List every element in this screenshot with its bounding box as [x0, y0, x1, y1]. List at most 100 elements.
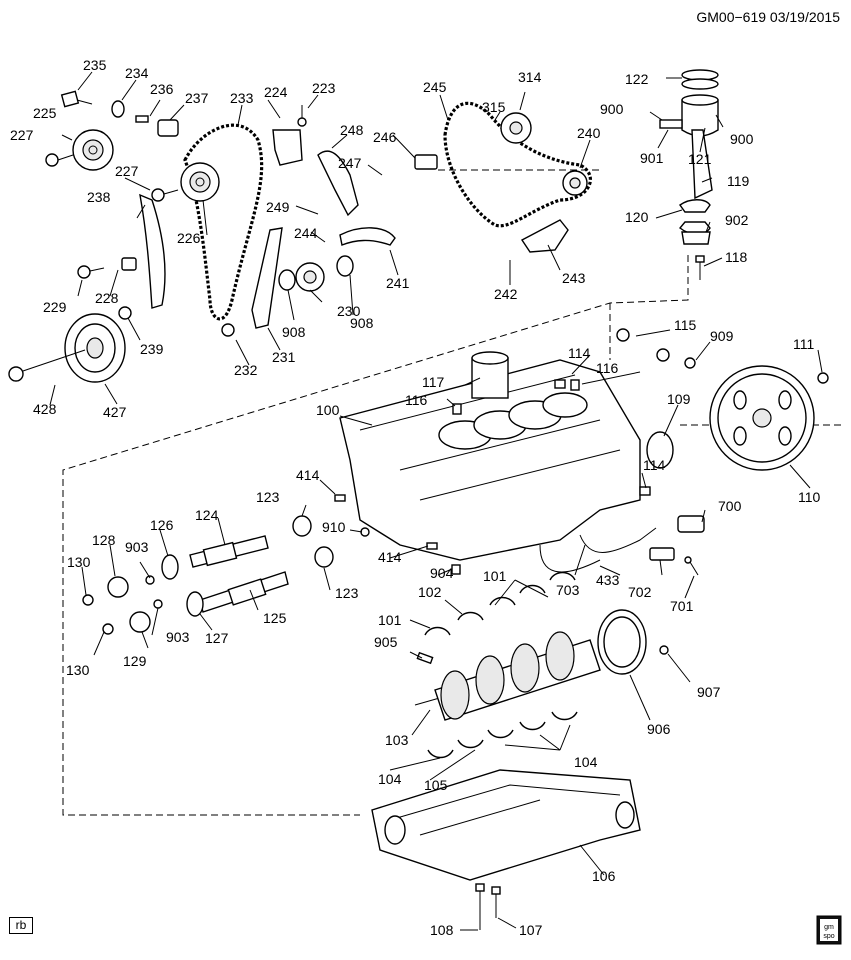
bolt-130b [102, 623, 114, 635]
callout-240: 240 [577, 125, 601, 141]
bolt-235 [60, 90, 93, 108]
callout-101b: 101 [378, 612, 402, 628]
bolt-428 [8, 349, 86, 382]
washer-234 [111, 100, 125, 118]
rod-bearings-120 [679, 199, 711, 235]
callout-236: 236 [150, 81, 174, 97]
callout-227b: 227 [115, 163, 139, 179]
callout-109: 109 [667, 391, 691, 407]
cylinder-block-100 [339, 359, 641, 561]
callout-433: 433 [596, 572, 620, 588]
bolt-111 [817, 372, 829, 384]
washer-239 [118, 306, 132, 320]
gm-spo-logo: gm spo [816, 915, 842, 945]
callout-241: 241 [386, 275, 410, 291]
callout-414b: 414 [378, 549, 402, 565]
bolt-118 [695, 255, 705, 280]
rod-cap-902 [681, 231, 711, 245]
callout-229: 229 [43, 299, 67, 315]
dowel-414a [334, 494, 346, 502]
callout-119: 119 [727, 173, 750, 189]
dowel-114b [639, 486, 651, 496]
callout-117: 117 [422, 374, 445, 390]
piston-pin-901 [659, 119, 683, 129]
bracket-224 [272, 129, 303, 166]
sprocket-240 [562, 170, 588, 196]
rb-badge: rb [9, 917, 33, 934]
callout-231: 231 [272, 349, 296, 365]
callout-234: 234 [125, 65, 149, 81]
callout-243: 243 [562, 270, 586, 286]
chain-guide-248 [317, 150, 359, 217]
bearing-127 [186, 591, 204, 617]
piston-121 [681, 94, 719, 137]
callout-235: 235 [83, 57, 107, 73]
chain-guide-241 [339, 227, 396, 246]
callout-120: 120 [625, 209, 649, 225]
callout-314: 314 [518, 69, 542, 85]
dowel-114a [554, 379, 566, 389]
callout-248: 248 [340, 122, 364, 138]
wire-703 [539, 544, 601, 573]
bolt-229 [77, 265, 105, 279]
leader-lines [49, 71, 823, 931]
callout-225: 225 [33, 105, 57, 121]
callout-106: 106 [592, 868, 616, 884]
key-905 [416, 651, 434, 665]
sprocket-314 [500, 112, 532, 144]
callout-130b: 130 [66, 662, 90, 678]
callout-703: 703 [556, 582, 580, 598]
bolt-227b [151, 188, 179, 202]
callout-223: 223 [312, 80, 336, 96]
tensioner-246 [414, 154, 438, 170]
bolt-907 [659, 645, 669, 655]
callout-125: 125 [263, 610, 287, 626]
bolt-227a [45, 153, 74, 167]
callout-900b: 900 [730, 131, 754, 147]
callout-414a: 414 [296, 467, 320, 483]
bearing-123b [314, 546, 334, 568]
callout-116a: 116 [596, 360, 619, 376]
diagram-id-header: GM00−619 03/19/2015 [696, 9, 840, 25]
callout-900a: 900 [600, 101, 624, 117]
callout-246: 246 [373, 129, 397, 145]
callout-118: 118 [725, 249, 748, 265]
callout-910: 910 [322, 519, 346, 535]
bearing-126 [161, 554, 179, 580]
callout-228: 228 [95, 290, 119, 306]
callout-904: 904 [430, 565, 454, 581]
bolt-223 [297, 105, 307, 127]
callout-245: 245 [423, 79, 447, 95]
callout-906: 906 [647, 721, 671, 737]
callout-701: 701 [670, 598, 694, 614]
bolt-130a [82, 594, 94, 606]
callout-233: 233 [230, 90, 254, 106]
callout-902: 902 [725, 212, 749, 228]
dowel-116b [570, 379, 580, 391]
callout-105: 105 [424, 777, 448, 793]
callout-247: 247 [338, 155, 362, 171]
callout-226: 226 [177, 230, 201, 246]
piston-rings-122 [681, 69, 719, 90]
crankshaft-103 [414, 631, 601, 721]
callout-227a: 227 [10, 127, 34, 143]
reluctor-ring-906 [597, 609, 647, 675]
bearing-123a [292, 515, 312, 537]
plug-115 [616, 328, 670, 362]
cylinder-liner-117 [471, 351, 509, 399]
callout-903b: 903 [166, 629, 190, 645]
callout-224: 224 [264, 84, 288, 100]
crank-pulley-427 [64, 313, 126, 383]
callout-122: 122 [625, 71, 649, 87]
svg-text:spo: spo [823, 933, 834, 940]
callout-315: 315 [482, 99, 506, 115]
callout-126: 126 [150, 517, 174, 533]
callout-114b: 114 [643, 457, 666, 473]
callout-121: 121 [688, 151, 712, 167]
callout-702: 702 [628, 584, 652, 600]
callout-labels: 235 234 236 237 233 224 223 225 227 227 … [10, 57, 821, 938]
bedplate-106 [371, 769, 641, 881]
bolt-232 [221, 323, 235, 337]
balance-shaft-125 [199, 571, 289, 613]
